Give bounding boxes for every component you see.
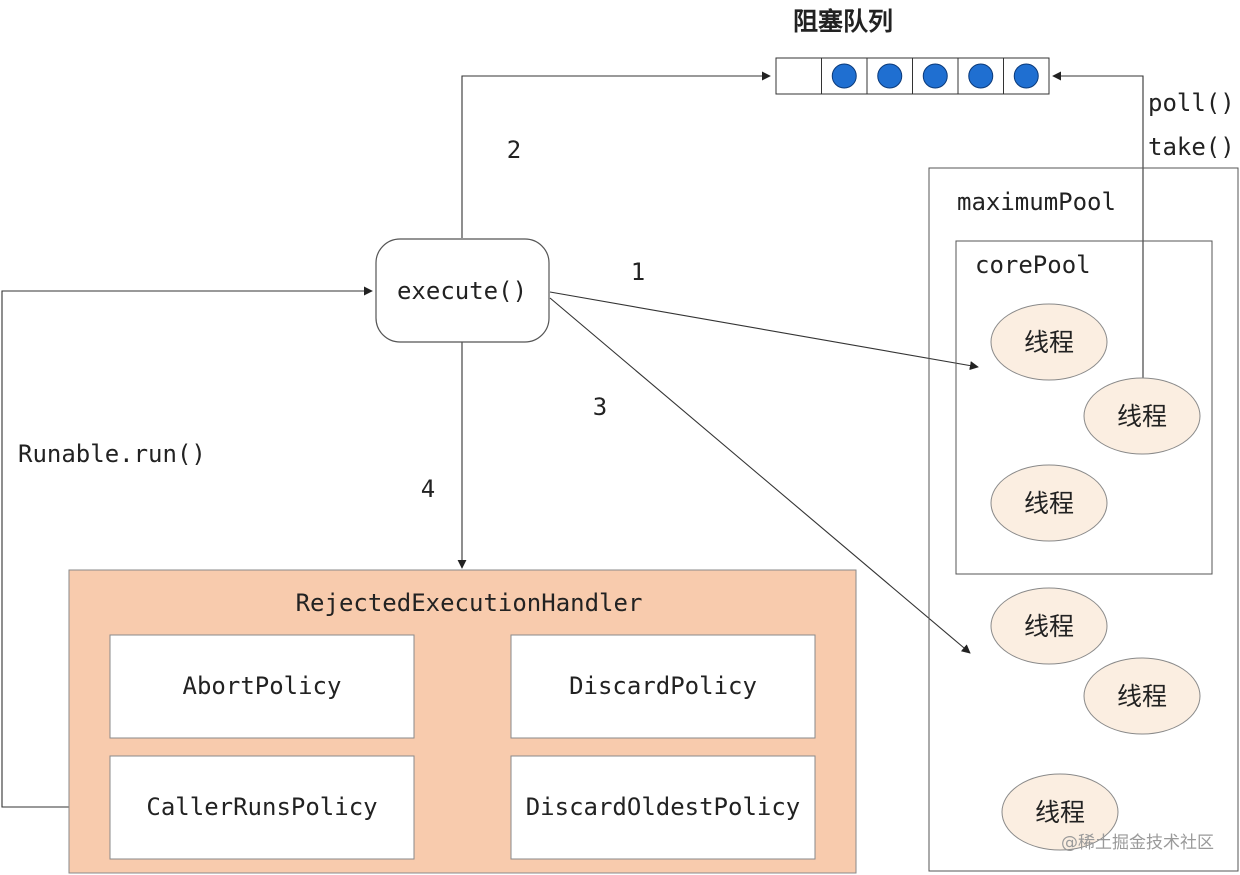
step-2-label: 2 — [507, 136, 521, 164]
extra-thread: 线程 — [1001, 773, 1119, 851]
extra-thread: 线程 — [990, 587, 1108, 665]
queue-title: 阻塞队列 — [793, 7, 893, 36]
extra-thread-label: 线程 — [1117, 682, 1167, 711]
core-thread: 线程 — [990, 303, 1108, 381]
policy-abort-label: AbortPolicy — [183, 672, 342, 700]
arrow-callerruns-to-execute — [1, 286, 373, 808]
core-thread-label: 线程 — [1117, 402, 1167, 431]
core-thread-label: 线程 — [1024, 489, 1074, 518]
extra-thread: 线程 — [1083, 657, 1201, 735]
queue-item — [968, 63, 994, 89]
runable-run-label: Runable.run() — [18, 440, 206, 468]
rejected-execution-handler: RejectedExecutionHandler AbortPolicy Dis… — [68, 569, 857, 874]
policy-discard: DiscardPolicy — [510, 634, 816, 739]
queue-item — [1013, 63, 1039, 89]
extra-thread-label: 线程 — [1024, 612, 1074, 641]
execute-label: execute() — [397, 277, 527, 305]
policy-abort: AbortPolicy — [109, 634, 415, 739]
queue-item — [831, 63, 857, 89]
arrow-thread-to-queue — [1052, 71, 1144, 383]
step-4-label: 4 — [421, 475, 435, 503]
step-3-label: 3 — [593, 393, 607, 421]
policy-caller-runs: CallerRunsPolicy — [109, 755, 415, 860]
core-pool-title: corePool — [975, 251, 1091, 279]
core-thread: 线程 — [990, 464, 1108, 542]
policy-discard-oldest: DiscardOldestPolicy — [510, 755, 816, 860]
extra-thread-label: 线程 — [1035, 798, 1085, 827]
core-thread-label: 线程 — [1024, 328, 1074, 357]
step-1-label: 1 — [631, 258, 645, 286]
blocking-queue — [775, 57, 1050, 95]
queue-item — [877, 63, 903, 89]
take-label: take() — [1148, 133, 1235, 161]
policy-caller-runs-label: CallerRunsPolicy — [146, 793, 377, 821]
connectors — [1, 71, 1144, 808]
policy-discard-oldest-label: DiscardOldestPolicy — [526, 793, 801, 821]
maximum-pool: maximumPool — [928, 167, 1239, 872]
policy-discard-label: DiscardPolicy — [569, 672, 757, 700]
arrow-execute-to-maxpool — [549, 297, 971, 654]
queue-item — [922, 63, 948, 89]
core-thread: 线程 — [1083, 377, 1201, 455]
maximum-pool-title: maximumPool — [957, 188, 1116, 216]
arrow-execute-to-queue — [461, 71, 771, 238]
execute-node: execute() — [375, 238, 550, 343]
core-pool: corePool — [955, 240, 1213, 575]
arrow-execute-to-corepool — [549, 291, 979, 371]
queue-slot — [775, 57, 822, 95]
watermark: @稀土掘金技术社区 — [1061, 833, 1214, 853]
handler-title: RejectedExecutionHandler — [296, 589, 643, 617]
poll-label: poll() — [1148, 89, 1235, 117]
